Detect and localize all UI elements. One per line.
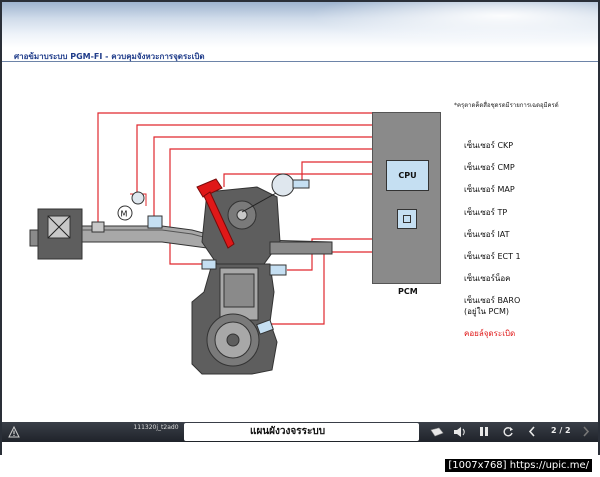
map-sensor: M <box>117 191 147 221</box>
replay-icon[interactable] <box>500 424 516 439</box>
banner-glow <box>278 2 598 48</box>
forward-icon[interactable] <box>580 424 592 439</box>
wiring-harness <box>97 112 409 325</box>
sensor-cmp-label: เซ็นเซอร์ CMP <box>464 163 515 172</box>
sensor-tp-label: เซ็นเซอร์ TP <box>464 208 508 217</box>
memory-chip <box>403 215 411 223</box>
sensor-ect-label: เซ็นเซอร์ ECT 1 <box>464 252 521 261</box>
wire-knock <box>270 251 372 325</box>
diagram-note: *ครุตาดค็ดสื่อชุดรดมีรายการเฉดอุมีครด์ <box>454 102 559 109</box>
knock-sensor <box>256 319 274 335</box>
svg-text:M: M <box>121 210 128 219</box>
ignition-coil <box>196 178 235 249</box>
wire-map <box>136 124 372 192</box>
page-title: ศาอข้มาบระบบ PGM-FI - ควบคุมจังหวะการจุด… <box>14 52 205 61</box>
sensor-map-label: เซ็นเซอร์ MAP <box>464 185 515 194</box>
wire-coil <box>223 173 372 187</box>
air-box <box>37 208 83 260</box>
sensor-iat-label: เซ็นเซอร์ IAT <box>464 230 510 239</box>
title-bar <box>2 48 598 62</box>
warning-icon[interactable] <box>8 426 20 438</box>
engine-wiring-diagram: M <box>29 112 409 375</box>
sensor-baro-note: (อยู่ใน PCM) <box>464 307 509 316</box>
back-icon[interactable] <box>525 424 539 439</box>
engine-block <box>191 263 278 375</box>
speaker-icon[interactable] <box>452 424 468 439</box>
cylinder-head <box>201 186 288 265</box>
ignition-coil-label: คอยล์จุดระเบิด <box>464 329 516 338</box>
sensor-knock-label: เซ็นเซอร์น็อค <box>464 274 511 283</box>
memory-block <box>397 209 417 229</box>
cpu-block: CPU <box>386 160 429 191</box>
wire-iat <box>97 112 372 227</box>
wire-tp <box>153 136 372 217</box>
pcm-label: PCM <box>398 287 418 296</box>
wire-cmp <box>301 161 372 180</box>
exhaust-pipe <box>269 241 333 255</box>
slide-caption: แผนผังวงจรระบบ <box>250 426 326 437</box>
pause-icon[interactable] <box>477 424 491 439</box>
credit-watermark: [1007x768] https://upic.me/ <box>445 459 592 472</box>
page-number: 2 / 2 <box>551 426 571 435</box>
header-banner <box>2 2 598 48</box>
file-id: 111320j_t2ad0 <box>133 424 179 431</box>
ect-sensor <box>269 264 287 276</box>
wire-ckp <box>169 148 372 265</box>
cmp-sensor <box>271 173 310 197</box>
caption-panel <box>184 423 419 441</box>
sensor-baro-label: เซ็นเซอร์ BARO <box>464 296 521 305</box>
ckp-sensor <box>201 259 217 270</box>
sensor-ckp-label: เซ็นเซอร์ CKP <box>464 141 514 150</box>
notebook-icon[interactable] <box>428 424 446 439</box>
pcm-unit <box>372 112 441 284</box>
